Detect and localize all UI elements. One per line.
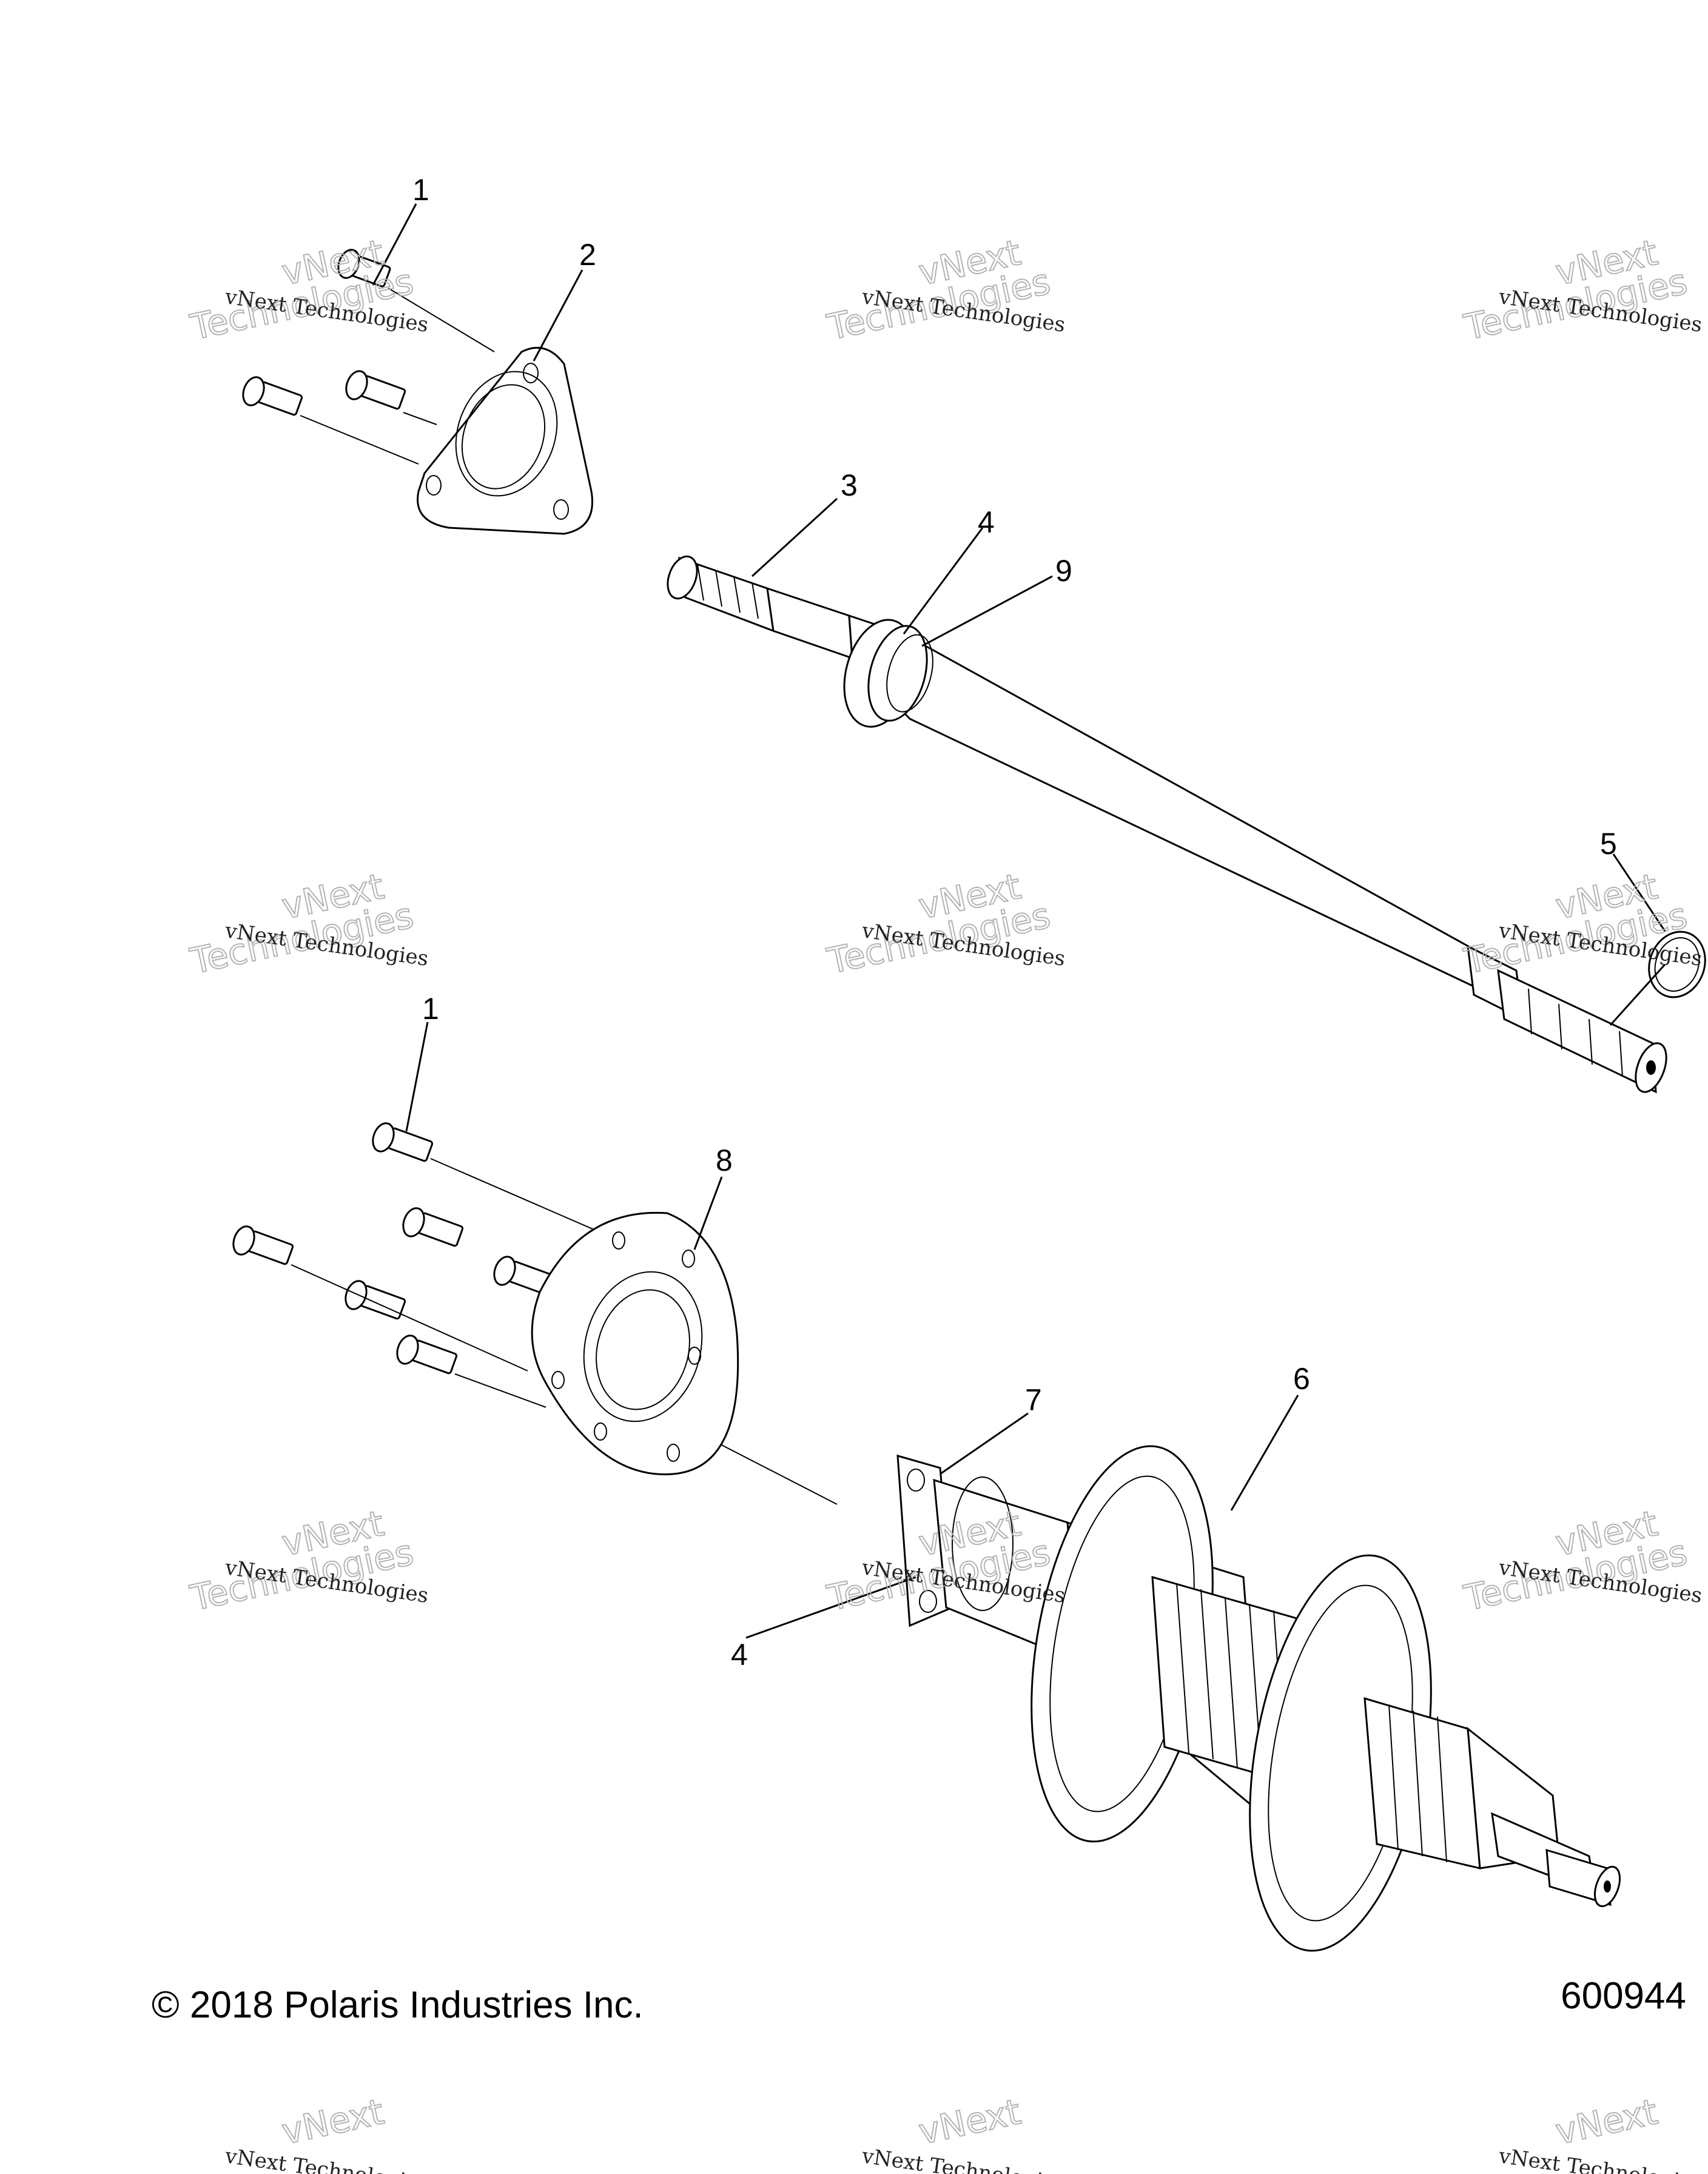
shaft-bearing (843, 619, 933, 728)
callout-3: 3 (841, 468, 858, 502)
drawing-number: 600944 (1561, 1975, 1686, 2017)
copyright-notice: © 2018 Polaris Industries Inc. (152, 1984, 644, 2026)
callout-4-upper: 4 (978, 505, 995, 539)
callout-7: 7 (1025, 1383, 1042, 1417)
upper-bolt-3 (345, 370, 406, 410)
leader-lines (372, 203, 1666, 1639)
watermark-label: vNext Technologies (860, 2144, 1067, 2174)
watermark-bottom-right: vNext vNext Technologies (1497, 2090, 1704, 2174)
watermark-top-right: vNext Technologies vNext Technologies (1460, 231, 1704, 349)
lower-bolt-1 (372, 1122, 434, 1162)
watermark-vnext: vNext (1552, 2091, 1661, 2153)
callout-9: 9 (1055, 554, 1072, 588)
callout-6: 6 (1293, 1362, 1310, 1396)
gear-shaft-assembly (896, 1445, 1621, 1952)
callout-1-lower: 1 (422, 992, 439, 1026)
watermark-top-left: vNext Technologies vNext Technologies (186, 231, 430, 349)
lower-bolt-3 (402, 1207, 464, 1247)
callout-4-lower: 4 (731, 1638, 748, 1672)
lower-bolt-2 (232, 1225, 294, 1265)
watermark-low-left: vNext Technologies vNext Technologies (186, 1502, 430, 1620)
callout-labels: 1 2 3 4 9 5 1 8 7 6 4 (412, 173, 1617, 1672)
callout-5: 5 (1600, 827, 1617, 861)
watermark-bottom-left: vNext vNext Technologies (223, 2090, 430, 2174)
upper-bolt-1 (337, 249, 391, 288)
watermark-mid-right: vNext Technologies vNext Technologies (1460, 865, 1704, 983)
round-flange-plate (531, 1211, 739, 1476)
lower-bolt-6 (396, 1334, 458, 1375)
upper-bolt-2 (242, 376, 303, 416)
triangular-flange-plate (417, 346, 593, 535)
watermark-mid-left: vNext Technologies vNext Technologies (186, 865, 430, 983)
watermark-label: vNext Technologies (223, 2144, 430, 2174)
watermark-label: vNext Technologies (1497, 2144, 1704, 2174)
o-ring-seal (1648, 931, 1706, 998)
watermark-vnext: vNext (915, 2091, 1024, 2153)
long-output-shaft (667, 555, 1667, 1094)
watermark-mid-center: vNext Technologies vNext Technologies (823, 865, 1067, 983)
watermark-top-center: vNext Technologies vNext Technologies (823, 231, 1067, 349)
callout-1-upper: 1 (412, 173, 429, 207)
watermark-low-right: vNext Technologies vNext Technologies (1460, 1502, 1704, 1620)
lower-bolt-5 (345, 1280, 406, 1320)
callout-2: 2 (579, 238, 596, 272)
callout-8: 8 (716, 1143, 733, 1177)
watermark-vnext: vNext (278, 2091, 388, 2153)
watermark-bottom-center: vNext vNext Technologies (860, 2090, 1067, 2174)
